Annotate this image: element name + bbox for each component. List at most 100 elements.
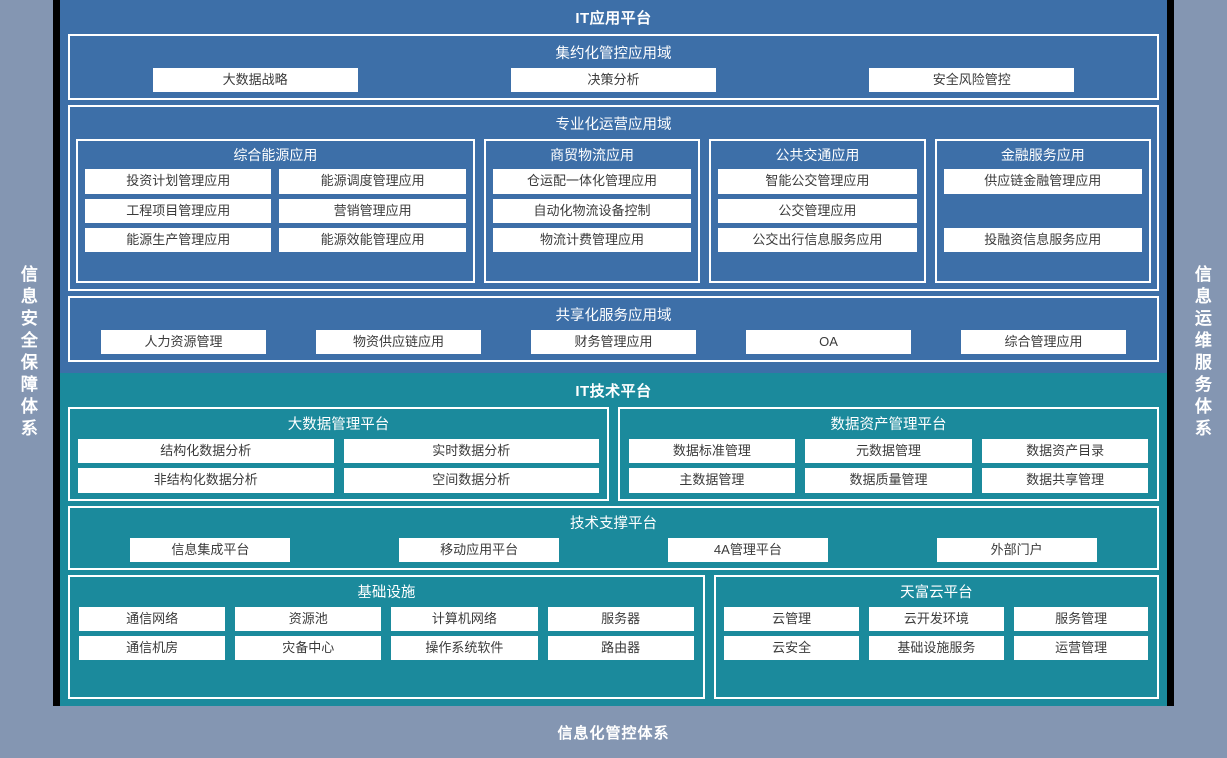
- app-chip[interactable]: 物资供应链应用: [316, 329, 481, 354]
- group-title: 金融服务应用: [1000, 147, 1085, 164]
- group-title: 大数据管理平台: [287, 417, 390, 433]
- group-title: 基础设施: [357, 584, 416, 601]
- left-side-band: 信息安全保障体系: [0, 0, 53, 706]
- app-chip[interactable]: 自动化物流设备控制: [492, 198, 692, 223]
- group-title: 商贸物流应用: [550, 147, 635, 164]
- tech-chip[interactable]: 云安全: [724, 636, 859, 661]
- group-trade-logistics: 商贸物流应用 仓运配一体化管理应用 自动化物流设备控制 物流计费管理应用: [483, 139, 701, 283]
- group-public-transport: 公共交通应用 智能公交管理应用 公交管理应用 公交出行信息服务应用: [709, 139, 926, 283]
- app-chip[interactable]: 决策分析: [510, 68, 716, 93]
- app-chip[interactable]: 能源效能管理应用: [279, 227, 466, 253]
- tech-chip[interactable]: 元数据管理: [805, 439, 972, 464]
- left-side-band-label: 信息安全保障体系: [17, 265, 37, 441]
- domain-shared-services-items: 人力资源管理 物资供应链应用 财务管理应用 OA 综合管理应用: [76, 329, 1151, 354]
- group-big-data-platform: 大数据管理平台 结构化数据分析 实时数据分析 非结构化数据分析 空间数据分析: [68, 407, 609, 501]
- group-items: 通信网络 资源池 计算机网络 服务器 通信机房 灾备中心 操作系统软件 路由器: [78, 606, 695, 661]
- app-chip[interactable]: 物流计费管理应用: [492, 227, 692, 253]
- app-chip[interactable]: 投资计划管理应用: [85, 169, 272, 194]
- bottom-band-label: 信息化管控体系: [557, 724, 670, 742]
- domain-professional-operations-title: 专业化运营应用域: [555, 117, 672, 134]
- app-chip[interactable]: 公交出行信息服务应用: [718, 227, 917, 253]
- tech-chip[interactable]: 路由器: [547, 636, 694, 661]
- it-application-platform-title: IT应用平台: [575, 10, 652, 27]
- group-items: 投资计划管理应用 能源调度管理应用 工程项目管理应用 营销管理应用 能源生产管理…: [85, 169, 466, 253]
- right-side-band: 信息运维服务体系: [1174, 0, 1227, 706]
- app-chip[interactable]: 安全风险管控: [869, 68, 1075, 93]
- tech-row-data: 大数据管理平台 结构化数据分析 实时数据分析 非结构化数据分析 空间数据分析 数…: [68, 407, 1159, 501]
- tech-row-data-groups: 大数据管理平台 结构化数据分析 实时数据分析 非结构化数据分析 空间数据分析 数…: [68, 407, 1159, 501]
- tech-chip[interactable]: 主数据管理: [628, 468, 796, 493]
- right-side-band-label: 信息运维服务体系: [1191, 265, 1211, 441]
- app-chip[interactable]: 综合管理应用: [961, 329, 1126, 354]
- app-chip[interactable]: 投融资信息服务应用: [943, 227, 1142, 253]
- tech-chip[interactable]: 灾备中心: [235, 636, 382, 661]
- tech-chip[interactable]: 4A管理平台: [667, 537, 828, 562]
- app-chip[interactable]: 大数据战略: [152, 68, 358, 93]
- app-chip[interactable]: 能源调度管理应用: [279, 169, 466, 194]
- group-items: 智能公交管理应用 公交管理应用 公交出行信息服务应用: [718, 169, 917, 253]
- app-chip[interactable]: 仓运配一体化管理应用: [492, 169, 692, 194]
- group-items: 云管理 云开发环境 服务管理 云安全 基础设施服务 运营管理: [724, 606, 1149, 661]
- tech-chip[interactable]: 数据质量管理: [805, 468, 972, 493]
- tech-chip[interactable]: 结构化数据分析: [78, 439, 334, 464]
- app-chip[interactable]: OA: [746, 329, 911, 354]
- tech-chip[interactable]: 运营管理: [1013, 636, 1149, 661]
- tech-chip[interactable]: 数据资产目录: [981, 439, 1149, 464]
- group-title: 天富云平台: [900, 584, 973, 601]
- app-chip[interactable]: 公交管理应用: [718, 198, 917, 223]
- left-divider: [53, 0, 60, 706]
- tech-chip[interactable]: 云开发环境: [868, 606, 1004, 632]
- app-chip[interactable]: 能源生产管理应用: [85, 227, 272, 253]
- it-application-platform: IT应用平台 集约化管控应用域 大数据战略 决策分析 安全风险管控 专业化运营应…: [60, 0, 1167, 373]
- group-title: 综合能源应用: [233, 147, 318, 164]
- app-chip[interactable]: 工程项目管理应用: [85, 198, 272, 223]
- group-title: 技术支撑平台: [570, 515, 657, 532]
- app-chip[interactable]: 财务管理应用: [531, 329, 696, 354]
- domain-shared-services: 共享化服务应用域 人力资源管理 物资供应链应用 财务管理应用 OA 综合管理应用: [68, 295, 1159, 362]
- domain-professional-operations-groups: 综合能源应用 投资计划管理应用 能源调度管理应用 工程项目管理应用 营销管理应用…: [76, 139, 1151, 283]
- app-chip[interactable]: 供应链金融管理应用: [943, 169, 1142, 194]
- tech-chip[interactable]: 信息集成平台: [130, 537, 291, 562]
- tech-chip[interactable]: 非结构化数据分析: [78, 468, 334, 493]
- it-technology-platform-title: IT技术平台: [575, 383, 652, 400]
- tech-chip[interactable]: 操作系统软件: [391, 636, 538, 661]
- app-chip[interactable]: 营销管理应用: [279, 198, 466, 223]
- group-title: 数据资产管理平台: [830, 417, 947, 433]
- domain-shared-services-title: 共享化服务应用域: [555, 307, 672, 324]
- tech-chip[interactable]: 空间数据分析: [343, 468, 599, 493]
- app-chip[interactable]: 人力资源管理: [101, 329, 266, 354]
- tech-chip[interactable]: 实时数据分析: [343, 439, 599, 464]
- group-items: 仓运配一体化管理应用 自动化物流设备控制 物流计费管理应用: [492, 169, 692, 253]
- group-items: 信息集成平台 移动应用平台 4A管理平台 外部门户: [76, 537, 1151, 562]
- group-technical-support-platform: 技术支撑平台 信息集成平台 移动应用平台 4A管理平台 外部门户: [68, 505, 1159, 570]
- bottom-band: 信息化管控体系: [0, 706, 1227, 758]
- tech-chip[interactable]: 基础设施服务: [868, 636, 1004, 661]
- domain-intensive-management: 集约化管控应用域 大数据战略 决策分析 安全风险管控: [68, 34, 1159, 101]
- tech-chip[interactable]: 数据标准管理: [628, 439, 796, 464]
- tech-chip[interactable]: 服务管理: [1013, 606, 1149, 632]
- main-stack: IT应用平台 集约化管控应用域 大数据战略 决策分析 安全风险管控 专业化运营应…: [60, 0, 1167, 706]
- tech-chip[interactable]: 外部门户: [936, 537, 1097, 562]
- tech-chip[interactable]: 云管理: [724, 606, 859, 632]
- group-items: 供应链金融管理应用 投融资信息服务应用: [943, 169, 1142, 253]
- it-technology-platform: IT技术平台 大数据管理平台 结构化数据分析 实时数据分析 非结构化数据分析 空…: [60, 373, 1167, 706]
- tech-chip[interactable]: 通信网络: [79, 606, 226, 632]
- group-tianfu-cloud-platform: 天富云平台 云管理 云开发环境 服务管理 云安全 基础设施服务 运营管理: [713, 574, 1159, 699]
- tech-chip[interactable]: 计算机网络: [391, 606, 538, 632]
- tech-chip[interactable]: 服务器: [547, 606, 694, 632]
- tech-row-infra: 基础设施 通信网络 资源池 计算机网络 服务器 通信机房 灾备中心 操作系统软件…: [68, 574, 1159, 699]
- domain-intensive-management-title: 集约化管控应用域: [555, 46, 672, 62]
- group-integrated-energy: 综合能源应用 投资计划管理应用 能源调度管理应用 工程项目管理应用 营销管理应用…: [76, 139, 475, 283]
- domain-professional-operations: 专业化运营应用域 综合能源应用 投资计划管理应用 能源调度管理应用 工程项目管理…: [68, 105, 1159, 291]
- tech-chip[interactable]: 数据共享管理: [981, 468, 1149, 493]
- right-divider: [1167, 0, 1174, 706]
- tech-row-infra-groups: 基础设施 通信网络 资源池 计算机网络 服务器 通信机房 灾备中心 操作系统软件…: [68, 574, 1159, 699]
- tech-chip[interactable]: 资源池: [235, 606, 382, 632]
- group-data-asset-platform: 数据资产管理平台 数据标准管理 元数据管理 数据资产目录 主数据管理 数据质量管…: [618, 407, 1159, 501]
- app-chip[interactable]: 智能公交管理应用: [718, 169, 917, 194]
- tech-chip[interactable]: 通信机房: [79, 636, 226, 661]
- group-items: 数据标准管理 元数据管理 数据资产目录 主数据管理 数据质量管理 数据共享管理: [628, 439, 1149, 493]
- tech-chip[interactable]: 移动应用平台: [399, 537, 560, 562]
- group-infrastructure: 基础设施 通信网络 资源池 计算机网络 服务器 通信机房 灾备中心 操作系统软件…: [68, 574, 705, 699]
